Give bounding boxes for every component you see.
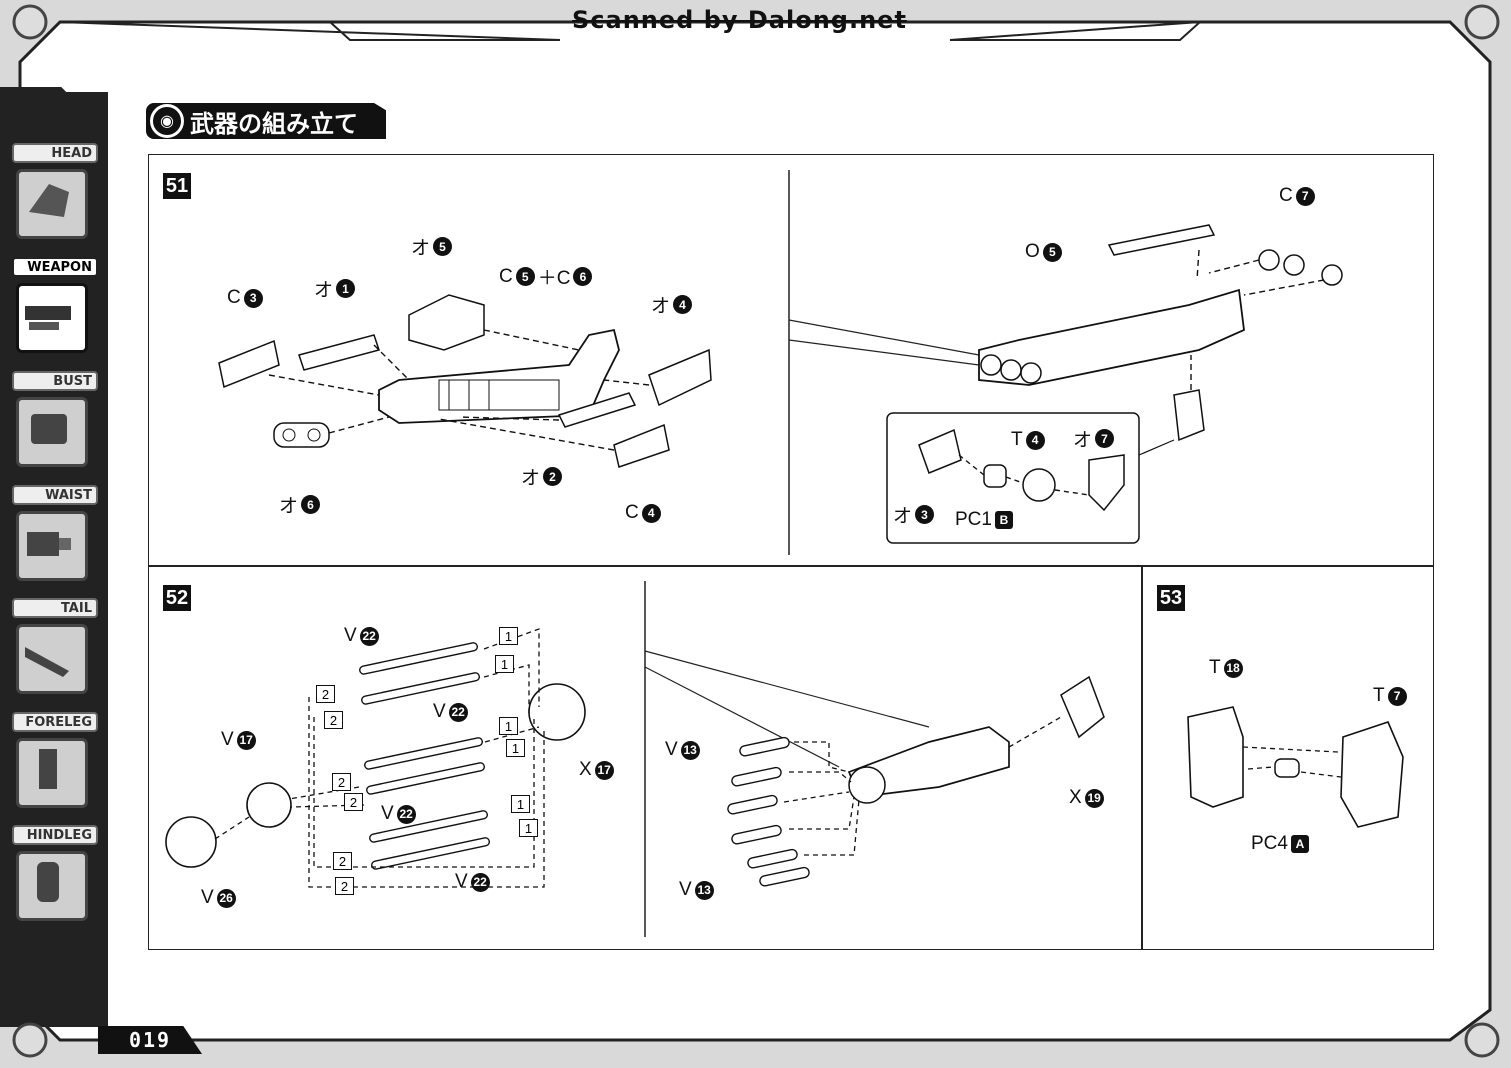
corner-emblem-icon [1464,1022,1500,1058]
head-part-icon [16,169,88,239]
bust-part-icon [16,397,88,467]
step-number: 53 [1157,585,1185,611]
page-number: 019 [98,1026,202,1054]
order-mark: 2 [332,773,351,791]
zoids-emblem-icon: ◉ [150,104,184,138]
order-mark: 1 [506,739,525,757]
sidebar-tab-head[interactable]: HEAD [8,143,100,243]
corner-emblem-icon [12,1022,48,1058]
order-mark: 2 [333,852,352,870]
foreleg-part-icon [16,738,88,808]
sidebar-tab-bust[interactable]: BUST [8,371,100,471]
step-number: 51 [163,173,191,199]
order-mark: 1 [499,717,518,735]
scan-credit: Scanned by Dalong.net [572,6,907,34]
order-mark: 2 [324,711,343,729]
step-52-diagram [165,581,1105,937]
section-title-text: 武器の組み立て [190,109,358,138]
tab-label: WAIST [12,485,98,505]
order-mark: 1 [499,627,518,645]
tab-label: HEAD [12,143,98,163]
tab-label: TAIL [12,598,98,618]
order-mark: 1 [495,655,514,673]
waist-part-icon [16,511,88,581]
step-51-diagram [218,170,1343,555]
weapon-part-icon [16,283,88,353]
tab-label: WEAPON [12,257,98,277]
order-mark: 1 [519,819,538,837]
tail-part-icon [16,624,88,694]
corner-emblem-icon [1464,4,1500,40]
order-mark: 1 [511,795,530,813]
section-title: ◉ 武器の組み立て [146,103,386,139]
tab-label: FORELEG [12,712,98,732]
tab-label: HINDLEG [12,825,98,845]
sidebar-tab-foreleg[interactable]: FORELEG [8,712,100,812]
tab-label: BUST [12,371,98,391]
order-mark: 2 [316,685,335,703]
sidebar-tab-hindleg[interactable]: HINDLEG [8,825,100,925]
step-number: 52 [163,585,191,611]
sidebar-tab-waist[interactable]: WAIST [8,485,100,585]
hindleg-part-icon [16,851,88,921]
step-53-diagram [1187,706,1404,828]
corner-emblem-icon [12,4,48,40]
order-mark: 2 [344,793,363,811]
sidebar-tab-tail[interactable]: TAIL [8,598,100,698]
sidebar-tab-weapon[interactable]: WEAPON [8,257,100,357]
order-mark: 2 [335,877,354,895]
